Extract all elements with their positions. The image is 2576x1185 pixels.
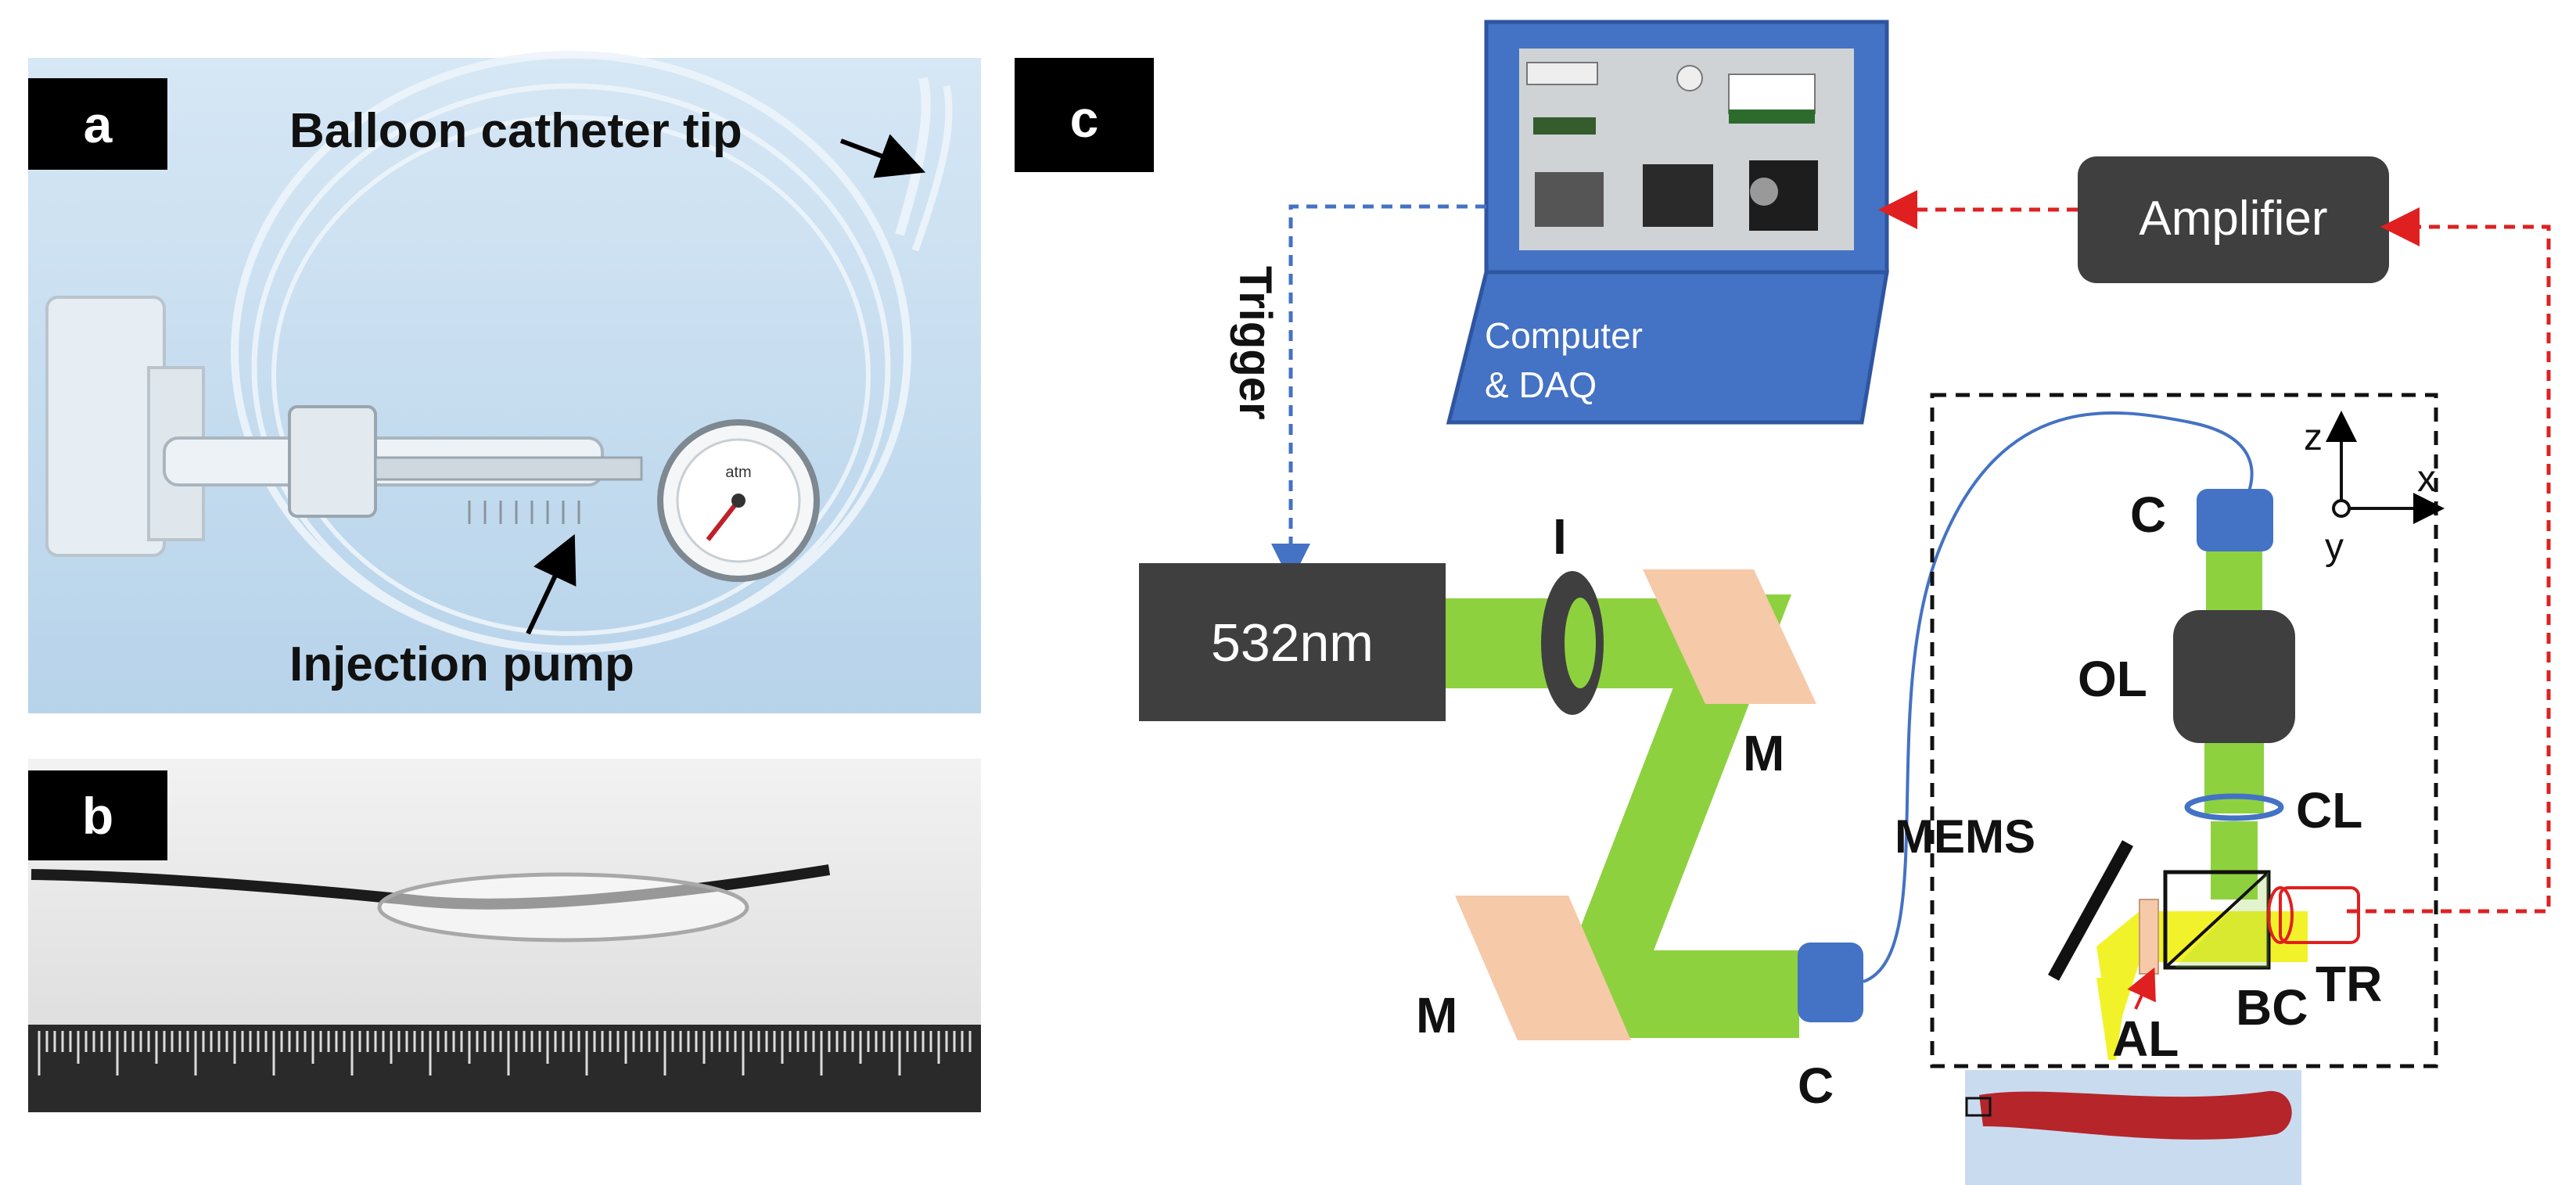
beam-combiner-label: BC	[2236, 979, 2308, 1036]
tissue-sample	[1965, 1070, 2301, 1185]
coupler-top-label: C	[2130, 487, 2166, 543]
optical-fiber	[1863, 411, 2254, 983]
arrow-catheter-tip	[839, 134, 926, 178]
balloon	[377, 872, 749, 943]
ruler-ticks	[38, 1031, 972, 1075]
condenser-lens	[2184, 793, 2284, 821]
panel-b-tag: b	[82, 787, 113, 845]
iris	[1541, 571, 1604, 715]
laser-532nm: 532nm	[1139, 563, 1446, 721]
trigger-label: Trigger	[1230, 266, 1281, 420]
panel-b: b	[28, 759, 981, 1112]
amplifier: Amplifier	[2078, 156, 2389, 283]
screen-image-2	[1643, 164, 1713, 227]
mirror-top-label: M	[1743, 725, 1784, 781]
axis-z-label: z	[2304, 417, 2323, 458]
scan-beam	[2096, 911, 2308, 1060]
label-injection-pump: Injection pump	[289, 637, 634, 691]
acoustic-lens	[2139, 899, 2159, 975]
computer-label-1: Computer	[1485, 315, 1643, 356]
iris-label: I	[1553, 508, 1567, 565]
mems-label: MEMS	[1895, 810, 2035, 863]
coupler-bottom	[1798, 943, 1863, 1022]
coordinate-axes: z x y	[2304, 411, 2445, 568]
pressure-gauge: atm	[657, 419, 820, 582]
computer-label-2: & DAQ	[1485, 364, 1597, 405]
axis-x-label: x	[2417, 458, 2436, 500]
signal-line-tr-to-amp	[2347, 207, 2551, 914]
arrow-acoustic-lens	[2127, 967, 2156, 1010]
transducer	[2267, 886, 2360, 944]
panel-c-tag: c	[1070, 90, 1099, 148]
mirror-bottom-label: M	[1416, 987, 1457, 1043]
acoustic-lens-label: AL	[2112, 1011, 2179, 1067]
screen-image-1	[1535, 172, 1604, 227]
panel-c: c Computer & DAQ Amplifier Trigger	[1015, 20, 2551, 1185]
amplifier-label: Amplifier	[2139, 192, 2327, 246]
mirror-bottom	[1455, 896, 1631, 1040]
coupler-top	[2197, 489, 2273, 551]
trigger-line	[1271, 204, 1486, 583]
panel-a-tag: a	[84, 95, 113, 153]
computer-daq: Computer & DAQ	[1446, 20, 1889, 425]
mirror-top	[1643, 569, 1816, 704]
laser-label: 532nm	[1211, 613, 1374, 673]
panel-b-tag-bg	[28, 770, 167, 860]
mems-mirror	[2047, 840, 2134, 981]
panel-c-tag-bg	[1015, 58, 1154, 172]
pump-handle	[45, 296, 643, 557]
objective-lens	[2173, 610, 2295, 743]
laptop-base	[1446, 270, 1889, 425]
catheter-coil	[231, 51, 953, 653]
condenser-label: CL	[2296, 782, 2362, 838]
gauge-text: atm	[725, 464, 751, 481]
objective-label: OL	[2078, 651, 2147, 707]
arrow-injection-pump	[526, 533, 577, 635]
label-balloon-catheter-tip: Balloon catheter tip	[289, 104, 742, 158]
panel-a-tag-bg	[28, 78, 167, 170]
transducer-label: TR	[2316, 956, 2382, 1012]
axis-y-label: y	[2325, 526, 2344, 568]
coupler-bottom-label: C	[1798, 1058, 1834, 1114]
pump-threads	[468, 501, 580, 524]
panel-a: atm a Balloon catheter tip Injection pum…	[28, 51, 981, 713]
